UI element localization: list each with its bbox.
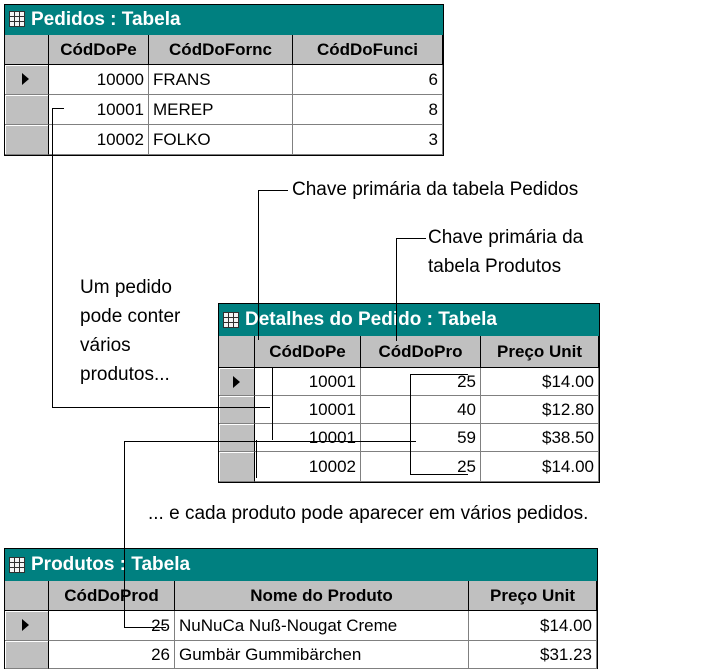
detalhes-table-window: Detalhes do Pedido : Tabela CódDoPe CódD… xyxy=(218,303,600,483)
label-chave-primaria-produtos-2: tabela Produtos xyxy=(428,256,562,277)
produtos-cell[interactable]: NuNuCa Nuß-Nougat Creme xyxy=(175,611,469,641)
column-header-coddopro[interactable]: CódDoPro xyxy=(361,336,481,368)
detalhes-cell[interactable]: 10001 xyxy=(255,368,361,396)
column-header-coddope[interactable]: CódDoPe xyxy=(49,35,149,65)
connector-line xyxy=(272,368,273,440)
label-chave-primaria-pedidos: Chave primária da tabela Pedidos xyxy=(292,179,579,200)
table-grid-icon xyxy=(9,11,25,27)
pedidos-title-bar[interactable]: Pedidos : Tabela xyxy=(5,5,443,35)
label-um-pedido-4: produtos... xyxy=(80,364,170,385)
connector-line xyxy=(396,238,397,341)
produtos-cell[interactable]: $31.23 xyxy=(469,641,597,669)
column-header-preco-unit[interactable]: Preço Unit xyxy=(469,581,597,611)
detalhes-cell[interactable]: $38.50 xyxy=(481,424,599,452)
connector-line xyxy=(256,440,257,478)
column-header-coddofunci[interactable]: CódDoFunci xyxy=(293,35,443,65)
detalhes-title-bar[interactable]: Detalhes do Pedido : Tabela xyxy=(219,304,599,336)
pedidos-cell[interactable]: 10002 xyxy=(49,125,149,155)
produtos-table-window: Produtos : Tabela CódDoProd Nome do Prod… xyxy=(4,548,598,669)
connector-line xyxy=(124,441,125,628)
pedidos-cell[interactable]: 8 xyxy=(293,95,443,125)
detalhes-cell[interactable]: 10002 xyxy=(255,452,361,482)
connector-line xyxy=(52,108,53,408)
pedidos-cell[interactable]: 10000 xyxy=(49,65,149,95)
label-um-pedido-2: pode conter xyxy=(80,306,181,327)
produtos-cell[interactable]: Gumbär Gummibärchen xyxy=(175,641,469,669)
pedidos-cell[interactable]: 3 xyxy=(293,125,443,155)
connector-line xyxy=(410,474,468,475)
pedidos-cell[interactable]: 6 xyxy=(293,65,443,95)
connector-line xyxy=(410,374,468,375)
connector-line xyxy=(52,108,64,109)
label-um-pedido-3: vários xyxy=(80,335,131,356)
corner-cell[interactable] xyxy=(219,336,255,368)
pedidos-cell[interactable]: FOLKO xyxy=(149,125,293,155)
record-selector[interactable] xyxy=(5,95,49,125)
column-header-coddofornc[interactable]: CódDoFornc xyxy=(149,35,293,65)
pedidos-table-window: Pedidos : Tabela CódDoPe CódDoFornc CódD… xyxy=(4,4,444,156)
label-cada-produto: ... e cada produto pode aparecer em vári… xyxy=(148,503,589,524)
label-um-pedido-1: Um pedido xyxy=(80,277,172,298)
record-pointer-icon xyxy=(22,73,29,85)
record-selector[interactable] xyxy=(219,452,255,482)
column-header-preco-unit[interactable]: Preço Unit xyxy=(481,336,599,368)
detalhes-cell[interactable]: 40 xyxy=(361,396,481,424)
connector-line xyxy=(258,190,259,340)
column-header-nome-do-produto[interactable]: Nome do Produto xyxy=(175,581,469,611)
column-header-coddope[interactable]: CódDoPe xyxy=(255,336,361,368)
table-grid-icon xyxy=(9,557,25,573)
produtos-cell[interactable]: 25 xyxy=(49,611,175,641)
connector-line xyxy=(124,627,166,628)
pedidos-cell[interactable]: 10001 xyxy=(49,95,149,125)
connector-line xyxy=(258,190,288,191)
connector-line xyxy=(52,407,270,408)
detalhes-title: Detalhes do Pedido : Tabela xyxy=(245,309,497,330)
record-selector[interactable] xyxy=(5,611,49,641)
label-chave-primaria-produtos-1: Chave primária da xyxy=(428,227,584,248)
record-pointer-icon xyxy=(233,376,240,388)
produtos-cell[interactable]: 26 xyxy=(49,641,175,669)
record-selector[interactable] xyxy=(5,125,49,155)
connector-line xyxy=(410,374,411,474)
corner-cell[interactable] xyxy=(5,581,49,611)
produtos-cell[interactable]: $14.00 xyxy=(469,611,597,641)
detalhes-cell[interactable]: 10001 xyxy=(255,424,361,452)
record-selector[interactable] xyxy=(5,65,49,95)
corner-cell[interactable] xyxy=(5,35,49,65)
detalhes-cell[interactable]: $12.80 xyxy=(481,396,599,424)
produtos-title-bar[interactable]: Produtos : Tabela xyxy=(5,549,597,581)
detalhes-cell[interactable]: 10001 xyxy=(255,396,361,424)
record-selector[interactable] xyxy=(219,424,255,452)
record-selector[interactable] xyxy=(5,641,49,669)
detalhes-cell[interactable]: $14.00 xyxy=(481,452,599,482)
detalhes-cell[interactable]: 25 xyxy=(361,368,481,396)
connector-line xyxy=(124,441,416,442)
pedidos-cell[interactable]: MEREP xyxy=(149,95,293,125)
connector-line xyxy=(396,238,426,239)
pedidos-title: Pedidos : Tabela xyxy=(31,9,181,30)
column-header-coddoprod[interactable]: CódDoProd xyxy=(49,581,175,611)
record-pointer-icon xyxy=(22,619,29,631)
detalhes-cell[interactable]: $14.00 xyxy=(481,368,599,396)
record-selector[interactable] xyxy=(219,368,255,396)
detalhes-cell[interactable]: 25 xyxy=(361,452,481,482)
produtos-title: Produtos : Tabela xyxy=(31,554,191,575)
pedidos-cell[interactable]: FRANS xyxy=(149,65,293,95)
table-grid-icon xyxy=(223,312,239,328)
record-selector[interactable] xyxy=(219,396,255,424)
detalhes-cell[interactable]: 59 xyxy=(361,424,481,452)
